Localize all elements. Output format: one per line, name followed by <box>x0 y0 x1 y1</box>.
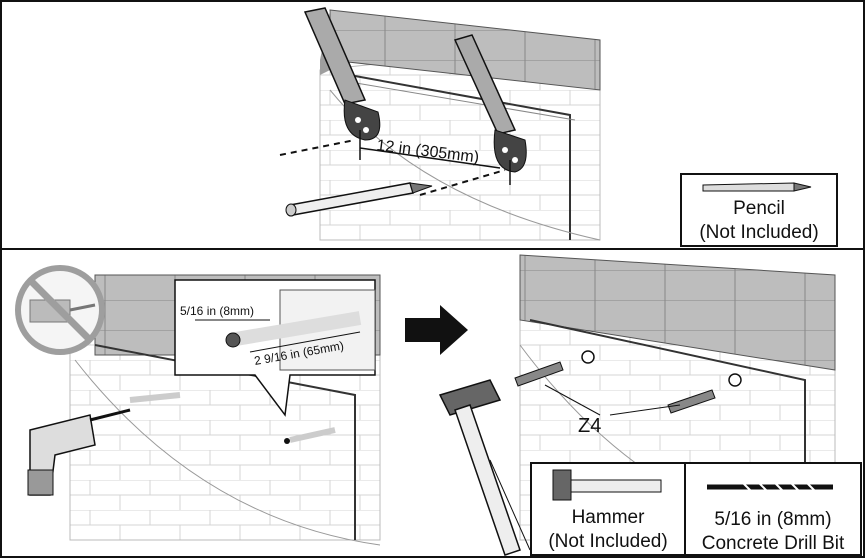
bracket-right <box>453 34 527 173</box>
pencil-icon <box>702 182 812 192</box>
no-drill-icon <box>15 265 105 355</box>
pencil-note: (Not Included) <box>699 222 819 243</box>
hammer-icon <box>552 469 662 501</box>
bracket-left <box>303 7 381 141</box>
spacing-dimension-line <box>359 147 501 169</box>
drill-bit-size: 5/16 in (8mm) <box>714 509 832 530</box>
hammer-note: (Not Included) <box>548 531 668 552</box>
hammer-label: Hammer <box>571 507 645 528</box>
wall-anchor-icon <box>514 361 716 414</box>
drill-icon <box>27 408 131 496</box>
drill-bit-icon <box>707 482 833 492</box>
drill-bit-tool-box: 5/16 in (8mm) Concrete Drill Bit <box>684 462 862 556</box>
hole-diameter-label: 5/16 in (8mm) <box>180 304 254 318</box>
hole-detail-callout <box>174 279 376 417</box>
pencil-label: Pencil <box>733 198 785 219</box>
drill-bit-label: Concrete Drill Bit <box>701 533 845 554</box>
pencil-tool-box: Pencil (Not Included) <box>680 173 838 247</box>
hammer-icon <box>438 379 531 556</box>
arrow-right-icon <box>405 305 468 355</box>
pencil-icon <box>285 182 433 217</box>
anchor-label: Z4 <box>578 415 601 437</box>
hammer-tool-box: Hammer (Not Included) <box>530 462 686 556</box>
